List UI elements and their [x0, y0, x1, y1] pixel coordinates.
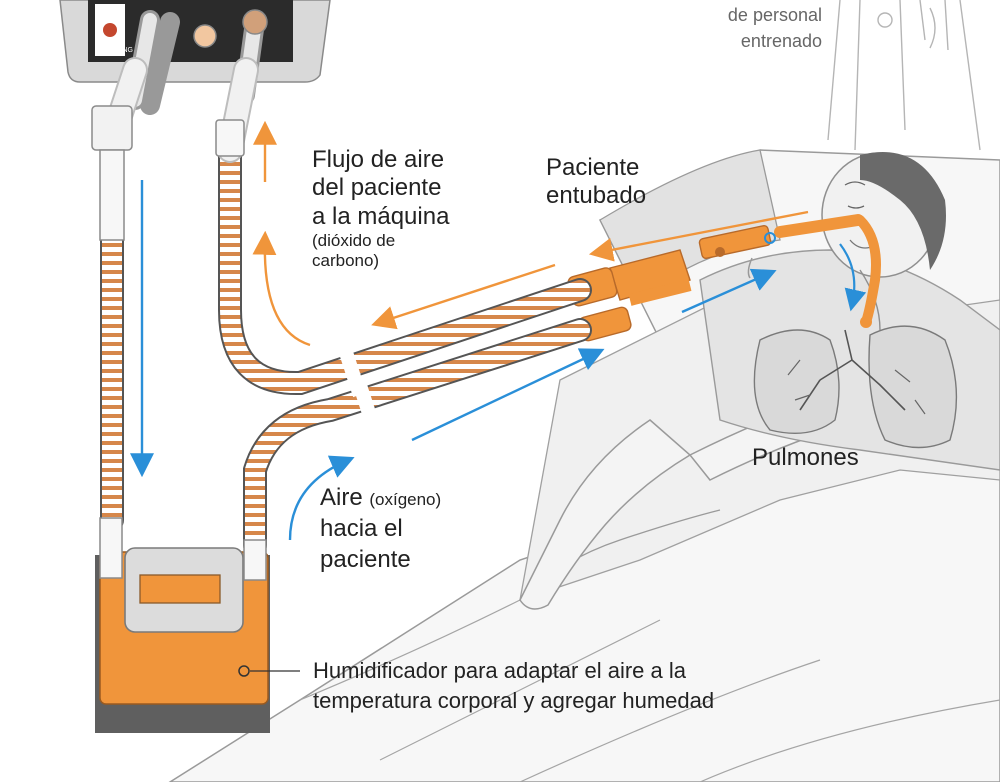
inspiratory-tube [243, 318, 592, 557]
airflow-in-line3: paciente [320, 546, 411, 574]
airflow-out-line2: del paciente [312, 174, 442, 202]
flow-arrows-blue [130, 180, 777, 541]
airflow-out-line3: a la máquina [312, 202, 450, 230]
humidifier-label-line1: Humidificador para adaptar el aire a la [313, 658, 686, 683]
patient-label-line1: Paciente [546, 154, 640, 181]
humidifier-label: Humidificador para adaptar el aire a la … [313, 656, 714, 715]
machine-connectors [91, 57, 259, 241]
tube-breaks [339, 350, 381, 431]
patient-label-line2: entubado [546, 182, 647, 210]
airflow-in-label: Aire (oxígeno) hacia el paciente [320, 482, 441, 576]
airflow-in-word: Aire [320, 484, 363, 511]
lungs-label: Pulmones [752, 444, 859, 471]
doctor-sketch [827, 0, 981, 151]
lungs-illustration [753, 325, 958, 449]
airflow-in-line2: hacia el [320, 515, 403, 543]
airflow-in-note: (oxígeno) [369, 490, 442, 509]
patient-label: Paciente entubado [546, 154, 646, 211]
airflow-out-line5: carbono) [312, 250, 380, 270]
endotracheal-tube [839, 215, 881, 328]
airflow-out-line1: Flujo de aire [312, 146, 445, 173]
staff-label-line2: entrenado [740, 31, 822, 52]
expiratory-tube [218, 138, 592, 396]
airflow-out-line4: (dióxido de [312, 230, 396, 250]
humidifier-label-line2: temperatura corporal y agregar humedad [313, 687, 715, 713]
brand-label: LEISTUNG [98, 47, 133, 54]
staff-label: de personal entrenado [690, 2, 822, 54]
humidifier-unit [95, 517, 300, 733]
airflow-out-label: Flujo de aire del paciente a la máquina … [312, 146, 449, 271]
flow-arrows-orange [252, 120, 809, 347]
staff-label-line1: de personal [727, 5, 822, 25]
